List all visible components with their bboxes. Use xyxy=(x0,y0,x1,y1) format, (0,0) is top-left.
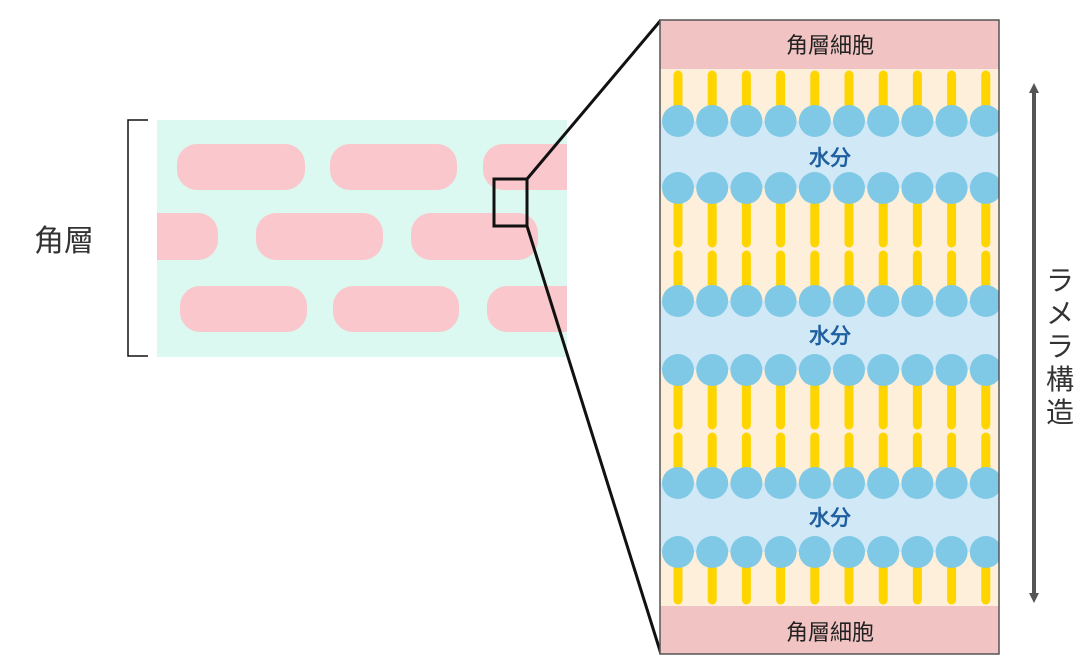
lipid-head xyxy=(901,354,934,386)
lipid-head xyxy=(696,172,729,204)
lipid-head xyxy=(935,172,968,204)
corneocyte-top-label: 角層細胞 xyxy=(786,34,874,59)
lipid-head xyxy=(935,467,968,499)
lipid-head xyxy=(798,354,831,386)
stratum-corneum-label: 角層 xyxy=(34,224,94,259)
lipid-head xyxy=(662,285,694,317)
lipid-head xyxy=(730,172,763,204)
water-label: 水分 xyxy=(809,324,851,348)
lipid-head xyxy=(833,354,865,386)
corneocyte-cells xyxy=(157,144,567,332)
lipid-head xyxy=(867,285,900,317)
lipid-head xyxy=(969,105,999,137)
lipid-head xyxy=(867,467,900,499)
stratum-corneum-tissue xyxy=(157,120,567,357)
stratum-corneum-bracket xyxy=(127,119,148,357)
lamellar-label-char: メ xyxy=(1046,297,1074,330)
lipid-head xyxy=(696,105,729,137)
lipid-head xyxy=(867,105,900,137)
corneocyte-cell xyxy=(157,213,218,260)
lipid-head xyxy=(798,467,831,499)
lipid-head xyxy=(901,285,934,317)
lipid-head xyxy=(764,536,797,568)
lipid-head xyxy=(833,536,865,568)
lipid-head xyxy=(798,285,831,317)
zoom-panel-border xyxy=(659,19,1000,655)
corneocyte-bottom-label: 角層細胞 xyxy=(786,621,874,646)
lipid-head xyxy=(901,105,934,137)
lipid-head xyxy=(662,467,694,499)
lamellar-label-char: ラ xyxy=(1046,330,1074,363)
lipid-head xyxy=(730,467,763,499)
lipid-head xyxy=(969,354,999,386)
zoom-connector-line xyxy=(525,19,663,180)
water-label: 水分 xyxy=(809,506,851,530)
lipid-head xyxy=(696,536,729,568)
lipid-head xyxy=(935,285,968,317)
zoom-region-box xyxy=(492,177,529,228)
lipid-head xyxy=(867,172,900,204)
lamellar-structure-label: ラ メ ラ 構 造 xyxy=(1046,264,1074,429)
lipid-head xyxy=(764,105,797,137)
corneocyte-cell xyxy=(333,286,459,332)
lamellar-label-char: 構 xyxy=(1046,363,1074,396)
lamellar-label-char: ラ xyxy=(1046,264,1074,297)
lipid-head xyxy=(969,285,999,317)
lipid-head xyxy=(764,285,797,317)
lipid-head xyxy=(764,172,797,204)
lipid-head xyxy=(730,105,763,137)
lipid-head xyxy=(764,354,797,386)
corneocyte-cell xyxy=(411,213,538,260)
lipid-head xyxy=(901,172,934,204)
corneocyte-band-top xyxy=(660,20,999,69)
lipid-head xyxy=(935,105,968,137)
lipid-head xyxy=(730,354,763,386)
lipid-head xyxy=(696,354,729,386)
lipid-head xyxy=(935,354,968,386)
lipid-head xyxy=(798,536,831,568)
corneocyte-cell xyxy=(256,213,383,260)
lipid-head xyxy=(833,285,865,317)
lipid-head xyxy=(867,536,900,568)
lipid-head xyxy=(969,172,999,204)
lipid-heads xyxy=(662,105,999,568)
lipid-head xyxy=(901,467,934,499)
lipid-head xyxy=(969,467,999,499)
zoom-connector-line xyxy=(525,225,663,655)
corneocyte-cell xyxy=(177,144,305,190)
lipid-head xyxy=(867,354,900,386)
corneocyte-cell xyxy=(487,286,567,332)
lipid-head xyxy=(833,467,865,499)
water-label: 水分 xyxy=(809,146,851,170)
lipid-head xyxy=(696,285,729,317)
corneocyte-cell xyxy=(180,286,307,332)
lipid-head xyxy=(798,172,831,204)
lipid-head xyxy=(662,172,694,204)
lamellar-zoom-panel: 角層細胞 角層細胞 水分 水分 水分 xyxy=(660,20,999,654)
lipid-head xyxy=(662,536,694,568)
lipid-head xyxy=(798,105,831,137)
lipid-head xyxy=(833,172,865,204)
lipid-head xyxy=(764,467,797,499)
lipid-head xyxy=(901,536,934,568)
lipid-head xyxy=(662,105,694,137)
lamellar-label-char: 造 xyxy=(1046,396,1074,429)
lipid-head xyxy=(935,536,968,568)
lipid-head xyxy=(730,285,763,317)
lipid-head xyxy=(833,105,865,137)
corneocyte-band-bottom xyxy=(660,606,999,654)
corneocyte-cell xyxy=(330,144,457,190)
lipid-head xyxy=(969,536,999,568)
lipid-head xyxy=(730,536,763,568)
lipid-head xyxy=(662,354,694,386)
lipid-head xyxy=(696,467,729,499)
